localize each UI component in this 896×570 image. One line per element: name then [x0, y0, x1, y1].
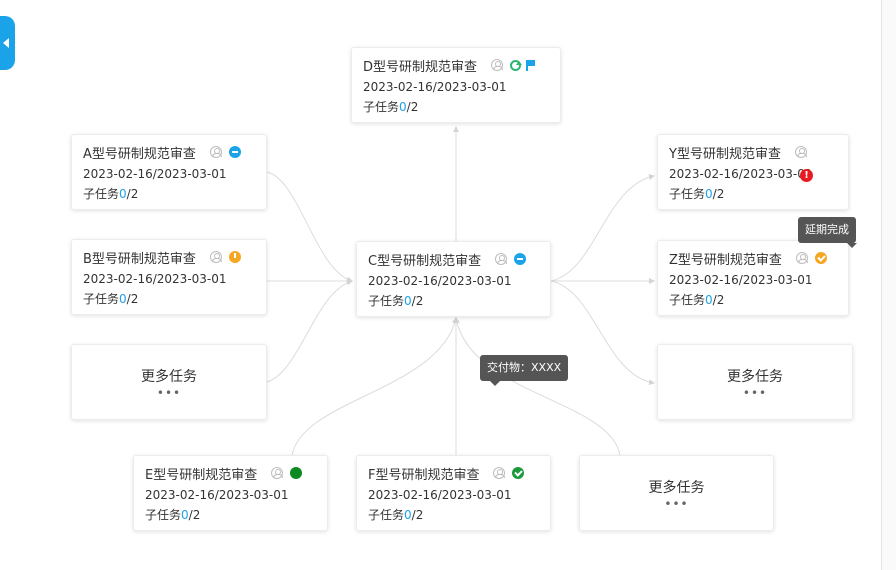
minus-circle-icon: [514, 253, 527, 265]
task-card-z[interactable]: Z型号研制规范审查 2023-02-16/2023-03-01 子任务0/2: [657, 240, 849, 316]
check-circle-icon: [512, 467, 525, 479]
task-dates: 2023-02-16/2023-03-01: [83, 167, 227, 181]
subtask-count: 子任务0/2: [145, 508, 201, 522]
user-icon[interactable]: [493, 467, 506, 479]
user-icon[interactable]: [209, 251, 222, 263]
task-dates: 2023-02-16/2023-03-01: [83, 272, 227, 286]
link-c-to-more: [550, 280, 655, 386]
user-icon[interactable]: [271, 467, 284, 479]
deliverable-tooltip: 交付物：XXXX: [480, 355, 569, 386]
task-title: Y型号研制规范审查: [669, 146, 781, 162]
check-circle-icon[interactable]: [814, 252, 827, 264]
link-more-bottom-to-c: [453, 317, 621, 457]
dot-icon: [290, 467, 303, 479]
task-title: D型号研制规范审查: [363, 59, 478, 75]
task-title: F型号研制规范审查: [368, 467, 480, 483]
more-tasks-left[interactable]: 更多任务 •••: [71, 344, 267, 420]
subtask-count: 子任务0/2: [368, 508, 424, 522]
task-card-e[interactable]: E型号研制规范审查 2023-02-16/2023-03-01 子任务0/2: [133, 455, 328, 531]
subtask-count: 子任务0/2: [669, 187, 725, 201]
task-dates: 2023-02-16/2023-03-01: [363, 80, 507, 94]
more-dots-icon: •••: [664, 497, 689, 511]
user-icon[interactable]: [491, 59, 504, 71]
task-title: E型号研制规范审查: [145, 467, 258, 483]
more-tasks-label: 更多任务: [648, 480, 705, 496]
overdue-alert-icon[interactable]: !: [800, 169, 813, 182]
arrow-left-icon: [3, 38, 9, 48]
link-e-to-c: [291, 317, 458, 457]
subtask-count: 子任务0/2: [83, 187, 139, 201]
task-dates: 2023-02-16/2023-03-01: [669, 167, 813, 181]
minus-circle-icon: [228, 146, 241, 158]
subtask-count: 子任务0/2: [363, 100, 419, 114]
more-tasks-label: 更多任务: [727, 369, 783, 385]
more-dots-icon: •••: [156, 386, 182, 400]
task-card-f[interactable]: F型号研制规范审查 2023-02-16/2023-03-01 子任务0/2: [356, 455, 551, 531]
task-dates: 2023-02-16/2023-03-01: [368, 274, 512, 288]
task-card-y[interactable]: Y型号研制规范审查 2023-02-16/2023-03-01 子任务0/2: [657, 134, 849, 210]
user-icon[interactable]: [495, 253, 508, 265]
refresh-icon: [510, 59, 523, 71]
task-card-c[interactable]: C型号研制规范审查 2023-02-16/2023-03-01 子任务0/2: [356, 241, 551, 317]
task-title: Z型号研制规范审查: [669, 252, 782, 268]
task-card-b[interactable]: B型号研制规范审查 2023-02-16/2023-03-01 子任务0/2: [71, 239, 267, 315]
link-more-to-c: [266, 279, 353, 383]
subtask-count: 子任务0/2: [669, 293, 725, 307]
more-tasks-right[interactable]: 更多任务 •••: [657, 344, 853, 420]
subtask-count: 子任务0/2: [368, 294, 424, 308]
task-dates: 2023-02-16/2023-03-01: [368, 488, 512, 502]
user-icon[interactable]: [209, 146, 222, 158]
flag-icon: [526, 59, 536, 71]
delayed-complete-tooltip: 延期完成: [798, 217, 857, 248]
exclamation-circle-icon: [228, 251, 241, 263]
link-a-to-c: [266, 171, 353, 283]
link-c-to-y: [550, 174, 655, 282]
task-dates: 2023-02-16/2023-03-01: [669, 273, 813, 287]
task-card-d[interactable]: D型号研制规范审查 2023-02-16/2023-03-01 子任务0/2: [351, 47, 561, 123]
task-dates: 2023-02-16/2023-03-01: [145, 488, 289, 502]
task-title: C型号研制规范审查: [368, 253, 482, 269]
task-card-a[interactable]: A型号研制规范审查 2023-02-16/2023-03-01 子任务0/2: [71, 134, 267, 210]
more-tasks-label: 更多任务: [141, 369, 197, 385]
more-dots-icon: •••: [742, 386, 768, 400]
task-title: B型号研制规范审查: [83, 251, 196, 267]
task-title: A型号研制规范审查: [83, 146, 196, 162]
more-tasks-bottom[interactable]: 更多任务 •••: [579, 455, 774, 531]
user-icon[interactable]: [794, 146, 807, 158]
user-icon[interactable]: [795, 252, 808, 264]
subtask-count: 子任务0/2: [83, 292, 139, 306]
collapse-panel-tab[interactable]: [0, 16, 15, 70]
scrollbar-track[interactable]: [881, 0, 896, 570]
